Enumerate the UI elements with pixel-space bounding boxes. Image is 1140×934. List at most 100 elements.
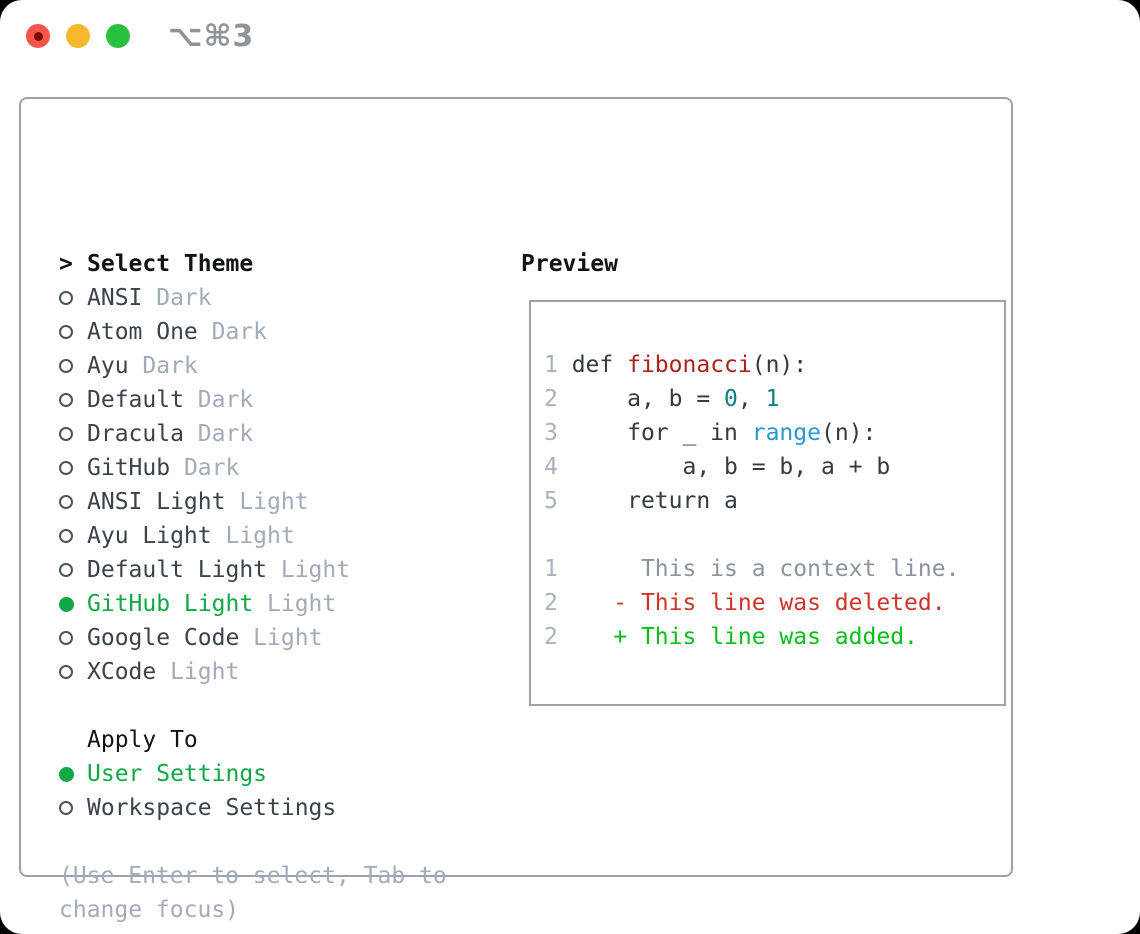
- line-number: 2: [544, 624, 558, 650]
- radio-icon: [59, 393, 87, 407]
- code-line: 3 for _ in range(n):: [544, 416, 1004, 450]
- theme-option-ansi-light[interactable]: ANSI Light Light: [59, 485, 350, 519]
- code-token-code: ,: [737, 386, 766, 412]
- theme-variant: Dark: [128, 353, 198, 379]
- theme-option-ansi[interactable]: ANSI Dark: [59, 281, 350, 315]
- theme-name: Google Code: [87, 625, 240, 651]
- radio-icon: [59, 291, 87, 305]
- close-unsaved-dot-icon: [33, 31, 43, 41]
- line-number: 1: [544, 556, 558, 582]
- code-line: 1 This is a context line.: [544, 552, 1004, 586]
- hint-text: (Use Enter to select, Tab to change focu…: [59, 863, 447, 923]
- code-line: 2 + This line was added.: [544, 620, 1004, 654]
- line-number: 1: [544, 352, 558, 378]
- code-token-code: def: [557, 352, 628, 378]
- theme-variant: Light: [211, 523, 295, 549]
- radio-icon: [59, 359, 87, 373]
- maximize-button[interactable]: [106, 24, 130, 48]
- radio-icon: [59, 495, 87, 509]
- theme-name: ANSI Light: [87, 489, 226, 515]
- radio-icon: [59, 461, 87, 475]
- line-number: 2: [544, 386, 558, 412]
- theme-variant: Dark: [183, 421, 254, 447]
- theme-variant: Dark: [183, 387, 254, 413]
- radio-icon: [59, 801, 87, 815]
- code-line: [544, 518, 1004, 552]
- window-shortcut-label: ⌥⌘3: [168, 18, 255, 54]
- theme-option-github-light[interactable]: GitHub Light Light: [59, 587, 350, 621]
- code-line: 4 a, b = b, a + b: [544, 450, 1004, 484]
- theme-variant: Dark: [170, 455, 240, 481]
- theme-option-xcode[interactable]: XCode Light: [59, 655, 350, 689]
- theme-name: GitHub: [87, 455, 171, 481]
- line-number: 4: [544, 454, 558, 480]
- apply-to-title: Apply To: [87, 727, 198, 753]
- code-token-code: return a: [557, 488, 738, 514]
- radio-icon: [59, 563, 87, 577]
- radio-icon: [59, 631, 87, 645]
- code-token-added: + This line was added.: [557, 624, 918, 650]
- code-token-number: 1: [765, 386, 780, 412]
- theme-name: Default: [87, 387, 184, 413]
- radio-selected-icon: [59, 766, 87, 782]
- theme-name: XCode: [87, 659, 157, 685]
- apply-option-label: User Settings: [87, 761, 268, 787]
- code-token-code: a, b =: [557, 386, 725, 412]
- code-token-code: (n):: [751, 352, 808, 378]
- theme-name: GitHub Light: [87, 591, 254, 617]
- titlebar: ⌥⌘3: [26, 19, 254, 54]
- theme-variant: Light: [225, 489, 309, 515]
- theme-option-ayu-light[interactable]: Ayu Light Light: [59, 519, 350, 553]
- selection-cursor-icon: >: [59, 251, 73, 277]
- radio-icon: [59, 325, 87, 339]
- code-token-code: a, b = b, a + b: [557, 454, 891, 480]
- radio-icon: [59, 427, 87, 441]
- code-token-number: 0: [724, 386, 738, 412]
- theme-variant: Light: [239, 625, 323, 651]
- theme-variant: Dark: [197, 319, 268, 345]
- theme-variant: Light: [253, 591, 337, 617]
- apply-option-label: Workspace Settings: [87, 795, 337, 821]
- code-line: 2 a, b = 0, 1: [544, 382, 1004, 416]
- theme-variant: Dark: [142, 285, 212, 311]
- apply-option-workspace-settings[interactable]: Workspace Settings: [59, 791, 336, 825]
- line-number: 2: [544, 590, 558, 616]
- theme-option-default-light[interactable]: Default Light Light: [59, 553, 350, 587]
- theme-name: Ayu Light: [87, 523, 212, 549]
- line-number: 5: [544, 488, 558, 514]
- theme-option-ayu[interactable]: Ayu Dark: [59, 349, 350, 383]
- code-token-code: for _ in: [557, 420, 752, 446]
- theme-option-google-code[interactable]: Google Code Light: [59, 621, 350, 655]
- theme-option-dracula[interactable]: Dracula Dark: [59, 417, 350, 451]
- theme-option-default[interactable]: Default Dark: [59, 383, 350, 417]
- line-number: 3: [544, 420, 558, 446]
- code-token-code: (n):: [820, 420, 877, 446]
- code-token-builtin: range: [751, 420, 821, 446]
- theme-variant: Light: [156, 659, 240, 685]
- radio-icon: [59, 529, 87, 543]
- minimize-button[interactable]: [66, 24, 90, 48]
- theme-variant: Light: [267, 557, 351, 583]
- code-token-deleted: - This line was deleted.: [557, 590, 946, 616]
- radio-selected-icon: [59, 596, 87, 612]
- theme-name: Dracula: [87, 421, 184, 447]
- theme-option-github[interactable]: GitHub Dark: [59, 451, 350, 485]
- theme-option-atom-one[interactable]: Atom One Dark: [59, 315, 350, 349]
- close-button[interactable]: [26, 24, 50, 48]
- code-token-context: This is a context line.: [557, 556, 960, 582]
- code-token-func: fibonacci: [627, 352, 752, 378]
- theme-list-title: Select Theme: [87, 251, 254, 277]
- theme-name: Atom One: [87, 319, 198, 345]
- code-line: 1 def fibonacci(n):: [544, 348, 1004, 382]
- preview-title: Preview: [521, 251, 618, 277]
- apply-option-user-settings[interactable]: User Settings: [59, 757, 336, 791]
- apply-to-title-row: Apply To: [59, 723, 336, 757]
- code-line: 2 - This line was deleted.: [544, 586, 1004, 620]
- theme-name: Default Light: [87, 557, 268, 583]
